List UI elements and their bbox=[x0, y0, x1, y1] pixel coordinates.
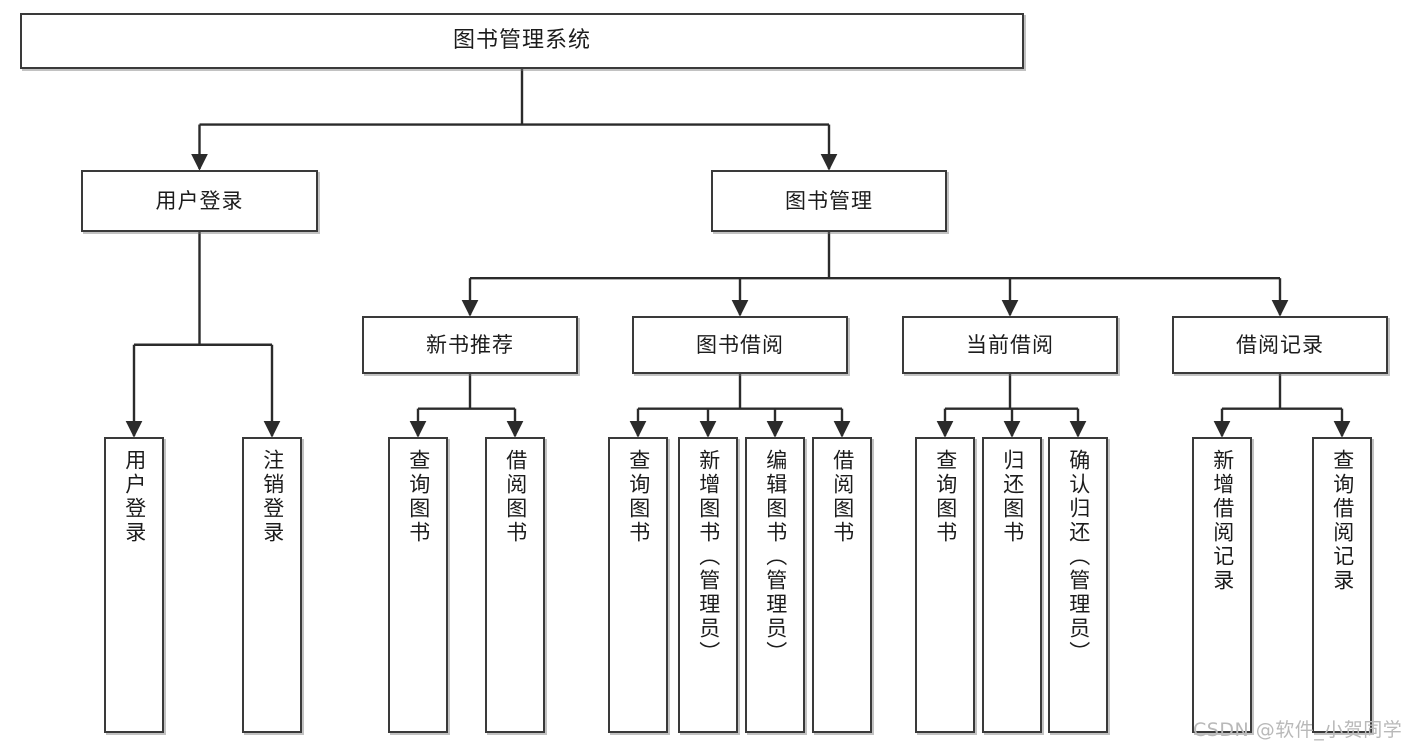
node-leaf-query-record[interactable]: 查询借阅记录 bbox=[1312, 437, 1372, 733]
node-label: 编辑图书（管理员） bbox=[763, 449, 788, 665]
watermark-text: CSDN @软件_小贺同学 bbox=[1193, 719, 1403, 741]
node-label: 新增图书（管理员） bbox=[696, 449, 721, 665]
node-book-manage[interactable]: 图书管理 bbox=[711, 170, 947, 232]
node-label: 查询借阅记录 bbox=[1330, 449, 1355, 593]
node-root[interactable]: 图书管理系统 bbox=[20, 13, 1024, 69]
node-current-borrow[interactable]: 当前借阅 bbox=[902, 316, 1118, 374]
node-leaf-query-book-2[interactable]: 查询图书 bbox=[608, 437, 668, 733]
node-label: 图书借阅 bbox=[696, 332, 784, 357]
node-label: 查询图书 bbox=[406, 449, 431, 545]
node-label: 借阅图书 bbox=[503, 449, 528, 545]
node-leaf-add-record[interactable]: 新增借阅记录 bbox=[1192, 437, 1252, 733]
node-label: 用户登录 bbox=[155, 188, 244, 213]
node-label: 归还图书 bbox=[1000, 449, 1025, 545]
node-label: 注销登录 bbox=[260, 449, 285, 545]
node-label: 确认归还（管理员） bbox=[1066, 449, 1091, 665]
node-leaf-query-book-3[interactable]: 查询图书 bbox=[915, 437, 975, 733]
node-new-book-rec[interactable]: 新书推荐 bbox=[362, 316, 578, 374]
node-label: 新书推荐 bbox=[426, 332, 514, 357]
node-label: 新增借阅记录 bbox=[1210, 449, 1235, 593]
node-label: 用户登录 bbox=[122, 449, 147, 545]
node-label: 图书管理 bbox=[785, 188, 873, 213]
node-leaf-confirm-return[interactable]: 确认归还（管理员） bbox=[1048, 437, 1108, 733]
node-label: 查询图书 bbox=[933, 449, 958, 545]
node-borrow-record[interactable]: 借阅记录 bbox=[1172, 316, 1388, 374]
node-leaf-add-book[interactable]: 新增图书（管理员） bbox=[678, 437, 738, 733]
node-leaf-return-book[interactable]: 归还图书 bbox=[982, 437, 1042, 733]
node-book-borrow[interactable]: 图书借阅 bbox=[632, 316, 848, 374]
node-leaf-edit-book[interactable]: 编辑图书（管理员） bbox=[745, 437, 805, 733]
node-label: 当前借阅 bbox=[966, 332, 1054, 357]
node-leaf-borrow-book-1[interactable]: 借阅图书 bbox=[485, 437, 545, 733]
node-user-login[interactable]: 用户登录 bbox=[81, 170, 318, 232]
node-leaf-query-book-1[interactable]: 查询图书 bbox=[388, 437, 448, 733]
node-label: 借阅图书 bbox=[830, 449, 855, 545]
node-leaf-borrow-book-2[interactable]: 借阅图书 bbox=[812, 437, 872, 733]
node-label: 图书管理系统 bbox=[452, 28, 591, 54]
node-label: 借阅记录 bbox=[1236, 332, 1324, 357]
node-leaf-logout[interactable]: 注销登录 bbox=[242, 437, 302, 733]
node-label: 查询图书 bbox=[626, 449, 651, 545]
node-leaf-user-login[interactable]: 用户登录 bbox=[104, 437, 164, 733]
